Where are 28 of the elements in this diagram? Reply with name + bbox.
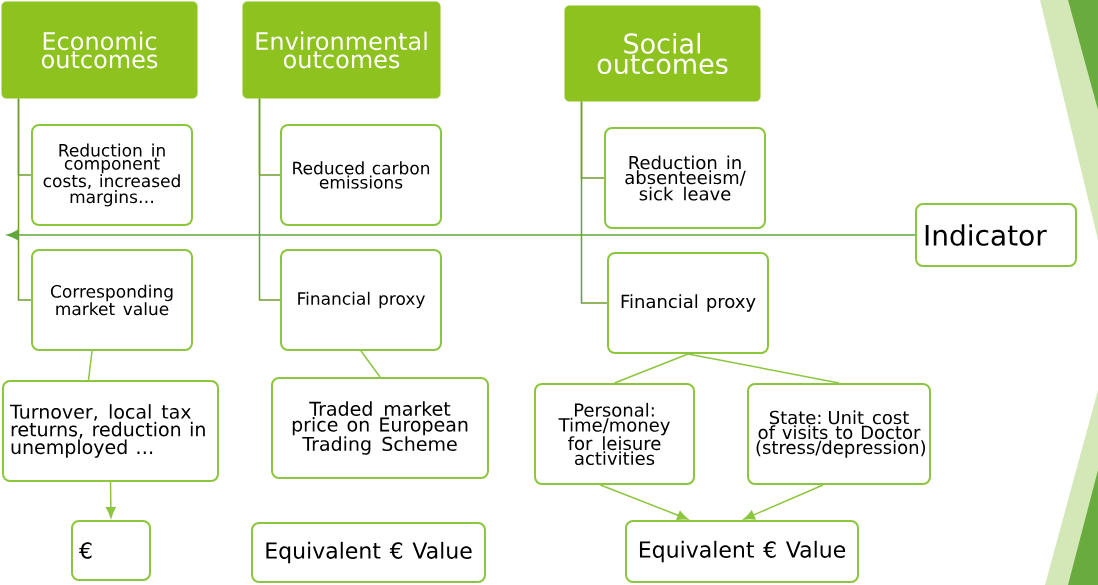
arrow: [106, 481, 116, 518]
connector-line: [580, 100, 608, 304]
text-box: Traded market price on European Trading Scheme: [271, 377, 489, 479]
text-box: Reduced carbon emissions: [280, 124, 442, 226]
heading-box: Social outcomes: [564, 5, 761, 102]
text-box: Corresponding market value: [31, 249, 193, 351]
heading-box: Economic outcomes: [1, 1, 198, 99]
arrow: [743, 484, 824, 520]
connector-line: [687, 353, 840, 384]
arrow: [599, 484, 689, 521]
text-box: €: [71, 520, 151, 581]
connector-line: [87, 350, 93, 381]
text-box: Turnover, local tax returns, reduction in unemployed …: [2, 380, 219, 482]
text-box: Reduction in absenteeism/ sick leave: [604, 127, 766, 229]
connector-line: [17, 97, 32, 301]
text-box: Personal: Time/money for leisure activities: [534, 383, 695, 485]
text-box: Indicator: [915, 203, 1077, 267]
arrow: [7, 230, 916, 240]
connector-line: [613, 353, 689, 384]
text-box: Equivalent € Value: [625, 520, 859, 583]
text-box: Reduction in component costs, increased margins…: [31, 124, 193, 226]
connector-line: [258, 97, 281, 301]
heading-box: Environmental outcomes: [242, 1, 441, 99]
text-box: State: Unit cost of visits to Doctor (stress/depression): [747, 383, 931, 485]
text-box: Financial proxy: [280, 249, 442, 351]
connector-line: [360, 350, 381, 378]
text-box: Equivalent € Value: [251, 522, 486, 583]
text-box: Financial proxy: [607, 252, 769, 354]
